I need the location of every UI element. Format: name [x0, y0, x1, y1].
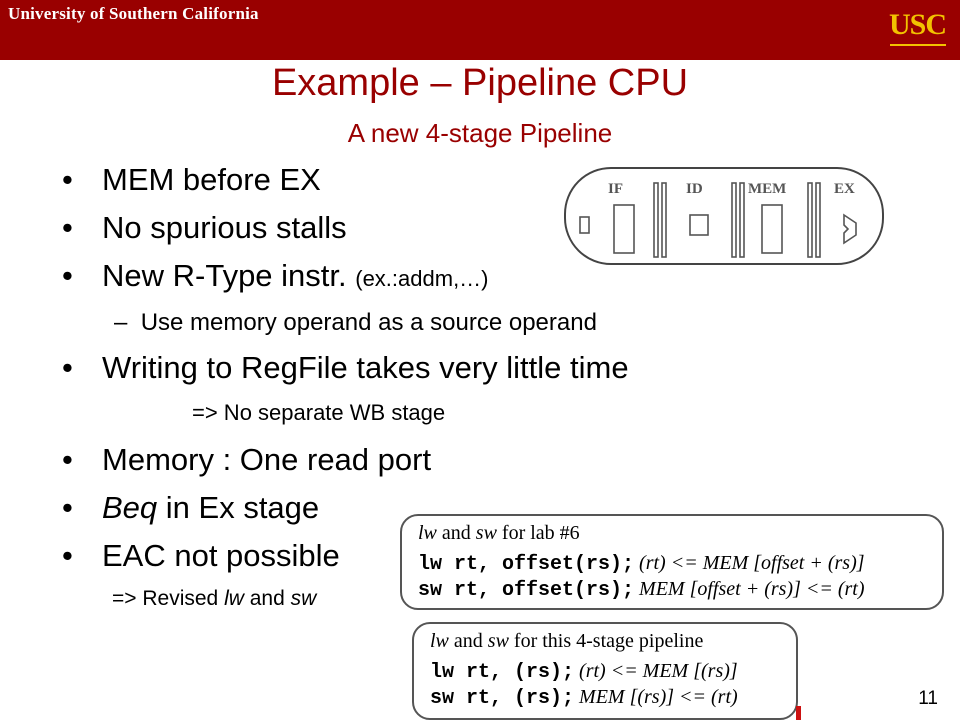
lab6-lw-line: lw rt, offset(rs); (rt) <= MEM [offset +…: [418, 552, 865, 576]
lab6-sw-line: sw rt, offset(rs); MEM [offset + (rs)] <…: [418, 578, 865, 602]
pc-register: [579, 216, 590, 234]
latch-id-mem-2: [739, 182, 745, 258]
latch-id-mem: [731, 182, 737, 258]
stage-mem-label: MEM: [748, 181, 786, 197]
pipe4-sw-line: sw rt, (rs); MEM [(rs)] <= (rt): [430, 686, 738, 710]
sub-bullet-memory-operand: – Use memory operand as a source operand: [114, 309, 597, 336]
lw-sw-4stage-box: lw and sw for this 4-stage pipeline lw r…: [412, 622, 798, 720]
header-banner: University of Southern California USC: [0, 0, 960, 60]
stage-id-label: ID: [686, 181, 703, 197]
stage-if-label: IF: [608, 181, 623, 197]
regfile-box: [689, 214, 709, 236]
latch-mem-ex-2: [815, 182, 821, 258]
pipe4-caption: lw and sw for this 4-stage pipeline: [430, 630, 704, 652]
latch-mem-ex: [807, 182, 813, 258]
pipeline-diagram: IF ID MEM EX: [564, 167, 884, 265]
pipe4-lw-line: lw rt, (rs); (rt) <= MEM [(rs)]: [430, 660, 738, 684]
slide-title: Example – Pipeline CPU: [271, 62, 689, 104]
logo-underline: [890, 44, 946, 46]
pipeline-outline: [564, 167, 884, 265]
lw-sw-lab6-box: lw and sw for lab #6 lw rt, offset(rs); …: [400, 514, 944, 610]
stage-ex-label: EX: [834, 181, 855, 197]
latch-if-id: [653, 182, 659, 258]
slide-subtitle: A new 4-stage Pipeline: [347, 118, 613, 148]
latch-if-id-2: [661, 182, 667, 258]
page-number: 11: [918, 688, 938, 709]
note-no-wb: => No separate WB stage: [192, 400, 446, 425]
usc-logo: USC: [888, 8, 947, 41]
data-memory-box: [761, 204, 783, 254]
red-mark: [796, 706, 801, 720]
university-name: University of Southern California: [8, 4, 259, 23]
instr-memory-box: [613, 204, 635, 254]
alu-shape: [843, 213, 857, 245]
lab6-caption: lw and sw for lab #6: [418, 522, 580, 544]
note-revised-lw-sw: => Revised lw and sw: [112, 587, 317, 610]
